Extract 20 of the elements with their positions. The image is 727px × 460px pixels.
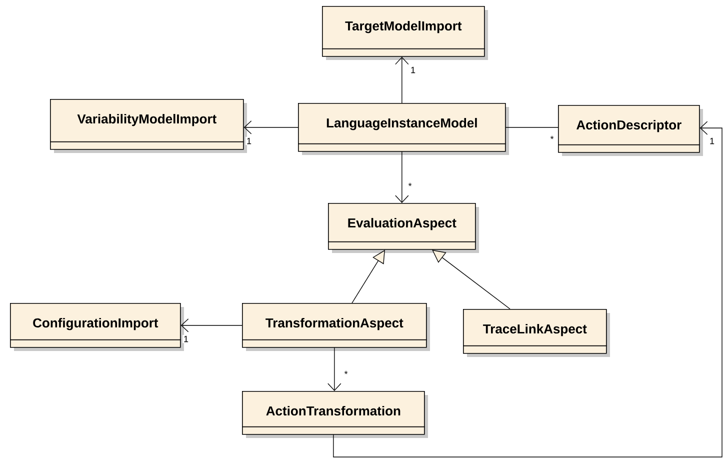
association-arrow <box>395 151 409 203</box>
class-box: TraceLinkAspect <box>462 309 610 357</box>
class-box: ActionDescriptor <box>558 105 703 156</box>
multiplicity-label: * <box>549 134 555 144</box>
class-box: EvaluationAspect <box>328 203 479 253</box>
association-arrow <box>328 347 342 391</box>
class-box: ActionTransformation <box>242 391 428 438</box>
association-line <box>505 127 558 128</box>
class-box: LanguageInstanceModel <box>298 103 509 155</box>
association-arrow <box>395 56 409 104</box>
class-box: VariabilityModelImport <box>50 99 247 153</box>
multiplicity-label: * <box>407 182 413 190</box>
multiplicity-label: * <box>343 370 349 378</box>
association-arrow <box>244 120 298 134</box>
class-box: TargetModelImport <box>322 6 488 60</box>
class-box: TransformationAspect <box>242 303 430 351</box>
class-box: ConfigurationImport <box>10 303 184 351</box>
association-arrow <box>180 318 242 332</box>
association-arrow <box>333 121 722 458</box>
generalization-arrow <box>432 250 510 310</box>
